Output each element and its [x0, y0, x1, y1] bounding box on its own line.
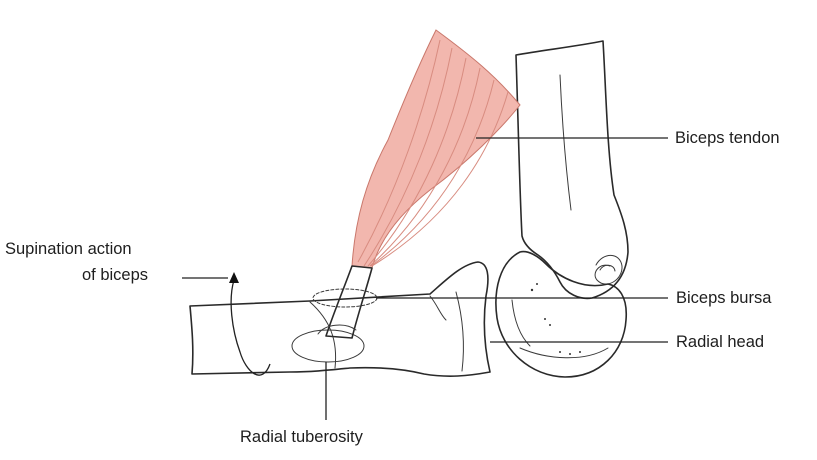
biceps-tendon [318, 266, 372, 338]
label-supination-line1: Supination action [5, 240, 132, 258]
label-biceps-bursa: Biceps bursa [676, 289, 772, 307]
radial-head-bone [496, 252, 626, 377]
label-radial-tuberosity: Radial tuberosity [240, 428, 364, 446]
label-radial-head: Radial head [676, 333, 764, 351]
humerus [516, 41, 628, 298]
supination-arrow [229, 272, 270, 375]
biceps-muscle [352, 30, 520, 268]
label-supination-line2: of biceps [82, 266, 148, 284]
label-biceps-tendon: Biceps tendon [675, 129, 780, 147]
